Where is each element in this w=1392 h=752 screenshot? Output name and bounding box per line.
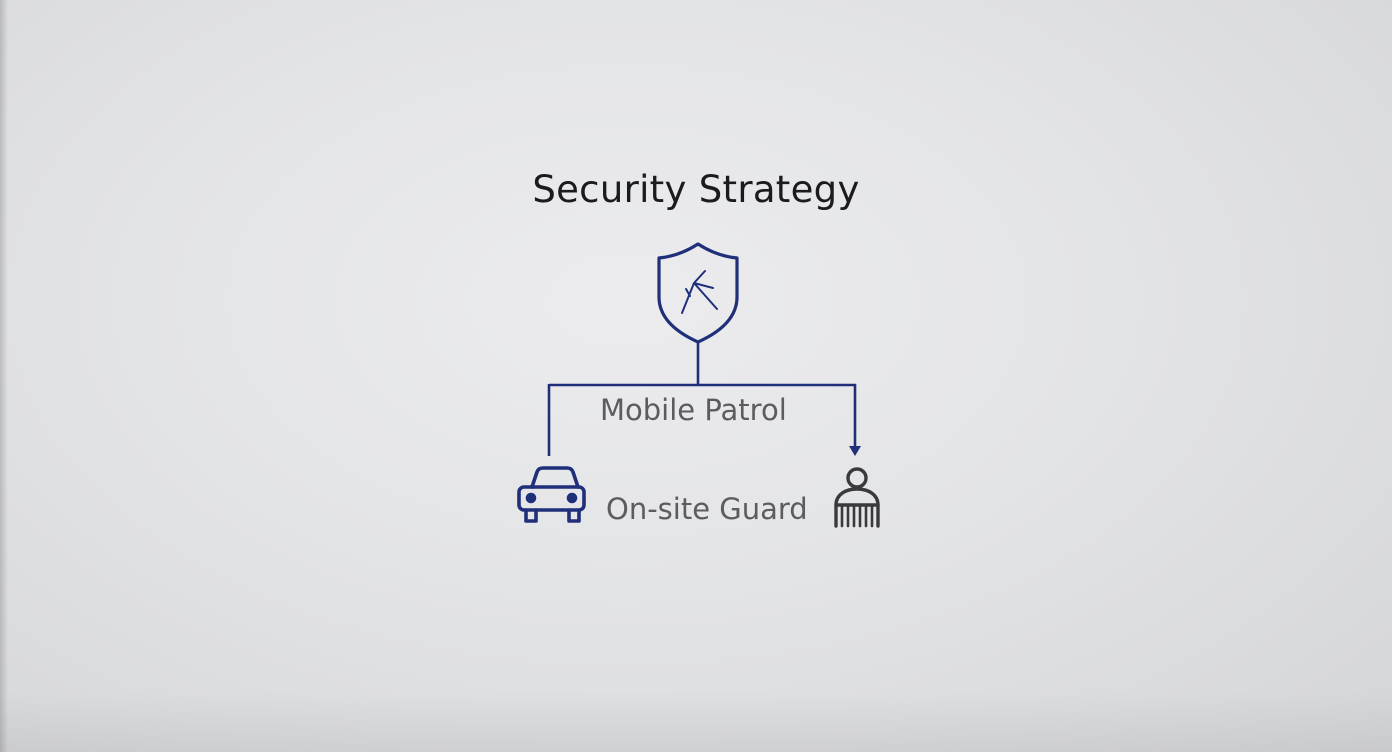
guard-icon <box>834 467 880 528</box>
node-mobile-patrol-label: Mobile Patrol <box>600 393 787 427</box>
diagram-title: Security Strategy <box>532 168 860 211</box>
arrowhead-icon <box>849 446 861 456</box>
shield-icon <box>657 242 739 344</box>
car-icon <box>517 466 586 523</box>
node-onsite-guard-label: On-site Guard <box>606 492 808 526</box>
connector-lines <box>547 343 857 456</box>
